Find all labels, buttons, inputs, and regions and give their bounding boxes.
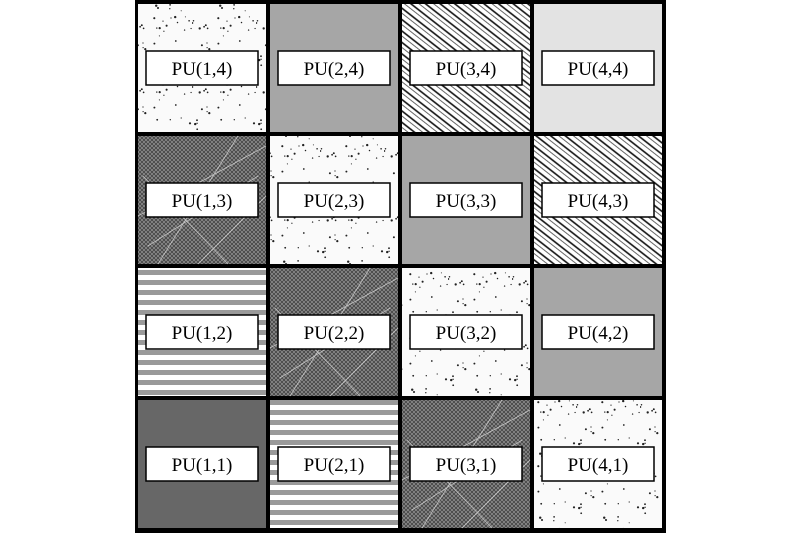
pu-label: PU(1,3) bbox=[172, 191, 233, 212]
pu-label: PU(2,1) bbox=[304, 455, 365, 476]
pu-label: PU(1,2) bbox=[172, 323, 233, 344]
pu-cell: PU(1,4) bbox=[138, 4, 266, 132]
pu-label: PU(2,3) bbox=[304, 191, 365, 212]
pu-label-box bbox=[409, 182, 523, 218]
pu-label: PU(3,4) bbox=[436, 59, 497, 80]
pu-cell: PU(1,2) bbox=[138, 268, 266, 396]
pu-label: PU(4,3) bbox=[568, 191, 629, 212]
pu-label-box bbox=[145, 50, 259, 86]
pu-label-box bbox=[277, 446, 391, 482]
pu-cell: PU(4,3) bbox=[534, 136, 662, 264]
pu-label: PU(4,1) bbox=[568, 455, 629, 476]
pu-cell: PU(1,1) bbox=[138, 400, 266, 528]
pu-label-box bbox=[541, 50, 655, 86]
pu-label-box bbox=[277, 182, 391, 218]
pu-label: PU(1,1) bbox=[172, 455, 233, 476]
pu-label: PU(3,3) bbox=[436, 191, 497, 212]
pu-label-box bbox=[409, 50, 523, 86]
pu-cell: PU(2,2) bbox=[269, 267, 399, 397]
pu-label-box bbox=[541, 314, 655, 350]
pu-label: PU(2,4) bbox=[304, 59, 365, 80]
pu-label-box bbox=[409, 446, 523, 482]
pu-cell: PU(4,4) bbox=[534, 4, 662, 132]
pu-label-box bbox=[145, 314, 259, 350]
pu-label: PU(3,1) bbox=[436, 455, 497, 476]
pu-label: PU(3,2) bbox=[436, 323, 497, 344]
pu-cell: PU(3,2) bbox=[402, 268, 530, 396]
pu-label-box bbox=[409, 314, 523, 350]
pu-cell: PU(2,1) bbox=[270, 400, 398, 528]
pu-label: PU(4,4) bbox=[568, 59, 629, 80]
pu-label-box bbox=[277, 314, 391, 350]
pu-label-box bbox=[145, 182, 259, 218]
pu-cell: PU(2,4) bbox=[270, 4, 398, 132]
pu-label-box bbox=[541, 446, 655, 482]
pu-label: PU(1,4) bbox=[172, 59, 233, 80]
pu-label-box bbox=[541, 182, 655, 218]
pu-cell: PU(4,2) bbox=[534, 268, 662, 396]
pu-cell: PU(3,3) bbox=[402, 136, 530, 264]
pu-label-box bbox=[277, 50, 391, 86]
grid-cells: PU(1,4) PU(2,4) PU(3,4) PU(4,4) PU(1,3) PU(2,… bbox=[137, 4, 662, 529]
pu-cell: PU(4,1) bbox=[534, 400, 662, 528]
pu-cell: PU(3,1) bbox=[401, 399, 531, 529]
pu-cell: PU(1,3) bbox=[137, 135, 267, 265]
pu-label: PU(2,2) bbox=[304, 323, 365, 344]
pu-cell: PU(2,3) bbox=[270, 136, 398, 264]
pu-cell: PU(3,4) bbox=[402, 4, 530, 132]
pu-label: PU(4,2) bbox=[568, 323, 629, 344]
pu-label-box bbox=[145, 446, 259, 482]
